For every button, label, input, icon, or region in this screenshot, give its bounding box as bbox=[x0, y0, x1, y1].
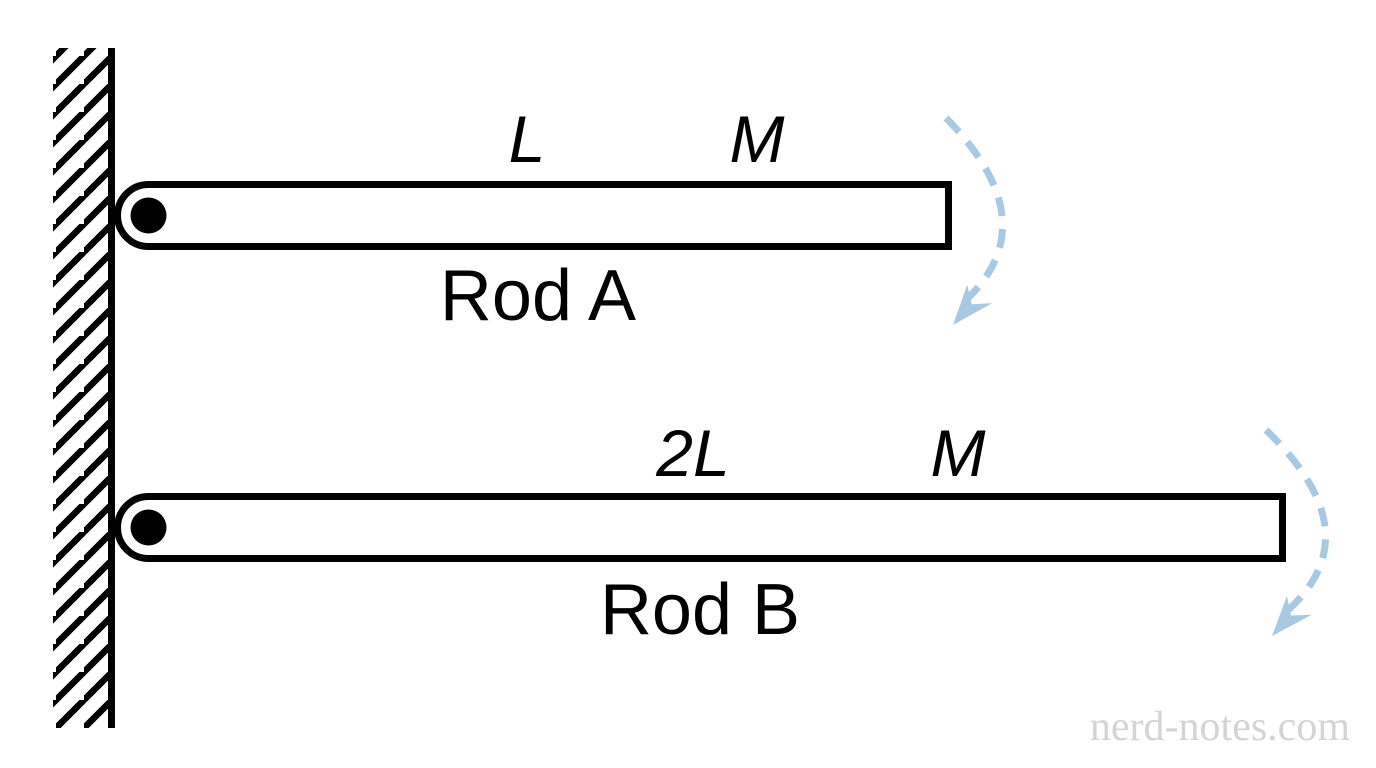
rod-b-rotation-arrow-icon bbox=[1263, 427, 1329, 636]
rod-b-mass-label: M bbox=[931, 416, 986, 490]
rod-b-body bbox=[114, 493, 1286, 562]
rod-b-length-label: 2L bbox=[655, 416, 729, 490]
rod-a-name: Rod A bbox=[440, 256, 636, 336]
watermark: nerd-notes.com bbox=[1090, 704, 1350, 750]
rod-b-rotation-arrowhead bbox=[1272, 595, 1312, 636]
rod-a-mass-label: M bbox=[730, 102, 785, 176]
rod-a-rotation-arrow-icon bbox=[943, 115, 1007, 325]
rod-a-rotation-arrowhead bbox=[953, 284, 993, 325]
rod-b-group: 2L M Rod B bbox=[114, 416, 1329, 650]
rod-a-body bbox=[114, 181, 952, 250]
rod-b-pivot-dot bbox=[130, 509, 167, 546]
rod-a-group: L M Rod A bbox=[114, 102, 1007, 336]
rod-a-pivot-dot bbox=[130, 197, 167, 234]
rod-b-rotation-arc bbox=[1263, 427, 1329, 615]
rod-a-length-label: L bbox=[509, 102, 546, 176]
wall-hatching bbox=[53, 48, 112, 728]
wall bbox=[53, 48, 115, 728]
rod-a-rotation-arc bbox=[943, 115, 1007, 303]
rod-b-name: Rod B bbox=[600, 570, 800, 650]
